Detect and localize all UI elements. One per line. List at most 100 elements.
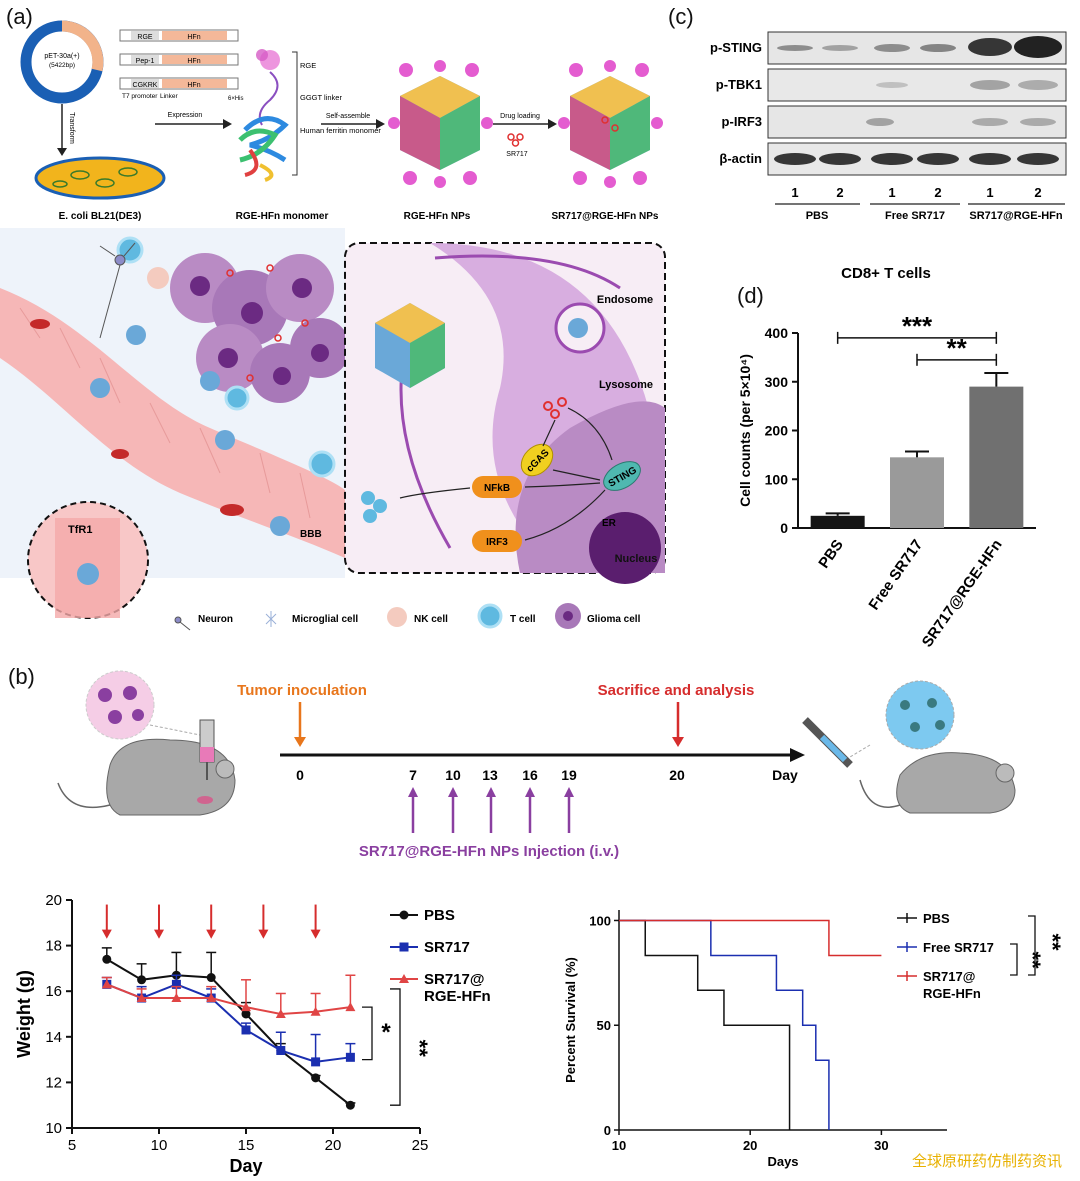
legend-marker [399, 974, 409, 983]
y-tick-label: 100 [765, 471, 789, 487]
blot-bands [774, 36, 1062, 165]
injection-arrows [408, 787, 574, 833]
legend-label: SR717@ [923, 969, 975, 984]
y-tick-label: 300 [765, 374, 789, 390]
legend-microglia: Microglial cell [292, 614, 358, 625]
timeline-day: 7 [409, 767, 417, 783]
bar [969, 386, 1024, 528]
y-axis-label: Percent Survival (%) [563, 957, 578, 1083]
glioma-cell-cluster [170, 253, 350, 403]
y-tick-label: 12 [45, 1074, 62, 1091]
panel-c-western-blot: p-STING p-TBK1 p-IRF3 β-actin 1 2 1 2 1 … [710, 31, 1067, 222]
construct-fusion: HFn [187, 82, 200, 89]
series-line [106, 983, 351, 1063]
plasmid-size: (5422bp) [49, 62, 75, 69]
lysosome-label: Lysosome [599, 379, 653, 391]
monomer-label-rge: RGE [300, 61, 316, 70]
significance-label: ** [1040, 933, 1065, 951]
bbb-label: BBB [300, 529, 322, 540]
data-point [137, 975, 147, 985]
y-tick-label: 16 [45, 983, 62, 1000]
np-in-vessel-icons [90, 325, 290, 536]
x-tick-label: 20 [325, 1137, 342, 1154]
panel-label-b: (b) [8, 664, 35, 689]
data-point [275, 1009, 286, 1018]
watermark-text: 全球原研药仿制药资讯 [911, 1152, 1062, 1170]
injection-arrowhead [154, 929, 164, 939]
y-tick-label: 10 [45, 1120, 62, 1137]
data-point [311, 1073, 321, 1083]
significance-bracket [390, 988, 401, 1106]
sacrifice-label: Sacrifice and analysis [598, 682, 755, 699]
blot-row-label: p-STING [710, 40, 762, 55]
red-blood-cell-icons [30, 319, 244, 516]
lane-number: 2 [836, 185, 843, 200]
significance-label: *** [902, 311, 933, 341]
y-axis-label: Cell counts (per 5×10⁴) [737, 354, 753, 507]
t-cell-icons [361, 491, 387, 523]
significance-label: ** [407, 1040, 432, 1058]
panel-b-timeline: Tumor inoculation Sacrifice and analysis… [57, 670, 1016, 860]
x-tick-label: 20 [743, 1138, 757, 1153]
timeline-day: 10 [445, 767, 461, 783]
blot-row-label: p-IRF3 [722, 114, 762, 129]
construct-tag: RGE [137, 34, 153, 41]
x-tick-label: 10 [151, 1137, 168, 1154]
timeline-day: 0 [296, 767, 304, 783]
lane-number: 1 [791, 185, 798, 200]
data-point [171, 979, 181, 989]
significance-bracket [362, 1006, 373, 1061]
timeline-day-unit: Day [772, 767, 798, 783]
x-tick-label: 25 [412, 1137, 429, 1154]
cell-legend: Neuron Microglial cell NK cell T cell Gl… [174, 603, 641, 631]
y-axis-label: Weight (g) [14, 970, 34, 1058]
y-tick-label: 0 [604, 1123, 611, 1138]
legend-marker [399, 910, 409, 920]
data-point [206, 973, 216, 983]
timeline-day: 20 [669, 767, 685, 783]
self-assemble-label: Self-assemble [326, 113, 370, 120]
y-tick-label: 18 [45, 938, 62, 955]
construct-fusion: HFn [187, 34, 200, 41]
y-tick-label: 14 [45, 1029, 62, 1046]
monomer-label-linker: GGGT linker [300, 93, 342, 102]
injection-label: SR717@RGE-HFn NPs Injection (i.v.) [359, 843, 619, 860]
y-tick-label: 50 [597, 1018, 611, 1033]
data-point [241, 1025, 251, 1035]
data-point [345, 1100, 355, 1110]
irf3-label: IRF3 [486, 537, 508, 548]
legend-label: PBS [923, 911, 950, 926]
x-tick-label: 15 [238, 1137, 255, 1154]
blot-row-label: p-TBK1 [716, 77, 762, 92]
x-tick-label: Free SR717 [865, 537, 926, 614]
sting-node [603, 461, 641, 491]
significance-bracket [1028, 915, 1036, 976]
legend-nk-cell: NK cell [414, 614, 448, 625]
chart-title: CD8+ T cells [841, 265, 931, 282]
endosome-label: Endosome [597, 294, 653, 306]
significance-label: ** [1020, 951, 1045, 969]
series-line [106, 958, 352, 1106]
series-line [106, 983, 351, 1016]
neuron-icon [99, 242, 136, 339]
x-tick-label: 5 [68, 1137, 76, 1154]
timeline-day: 13 [482, 767, 498, 783]
legend-glioma: Glioma cell [587, 614, 641, 625]
panel-a-mechanism-illustration: BBB TfR1 Nucleus Endosome Lysosome cGAS … [0, 228, 672, 648]
nucleus-icon [589, 512, 661, 584]
y-tick-label: 200 [765, 423, 789, 439]
sr717-loaded-np-icon [558, 60, 663, 188]
survival-curve [619, 919, 882, 957]
x-tick-label: PBS [815, 537, 847, 572]
significance-label: ** [947, 333, 968, 363]
x-tick-label: SR717@RGE-HFn [919, 537, 1006, 651]
data-point [311, 1057, 321, 1067]
panel-label-d: (d) [737, 283, 764, 308]
legend-label: SR717 [424, 939, 470, 956]
bar [810, 515, 865, 528]
data-point [241, 1009, 251, 1019]
mouse-icon-treated [802, 680, 1016, 814]
significance-bracket [1010, 943, 1018, 976]
lane-number: 1 [888, 185, 895, 200]
cgas-node [520, 443, 554, 477]
